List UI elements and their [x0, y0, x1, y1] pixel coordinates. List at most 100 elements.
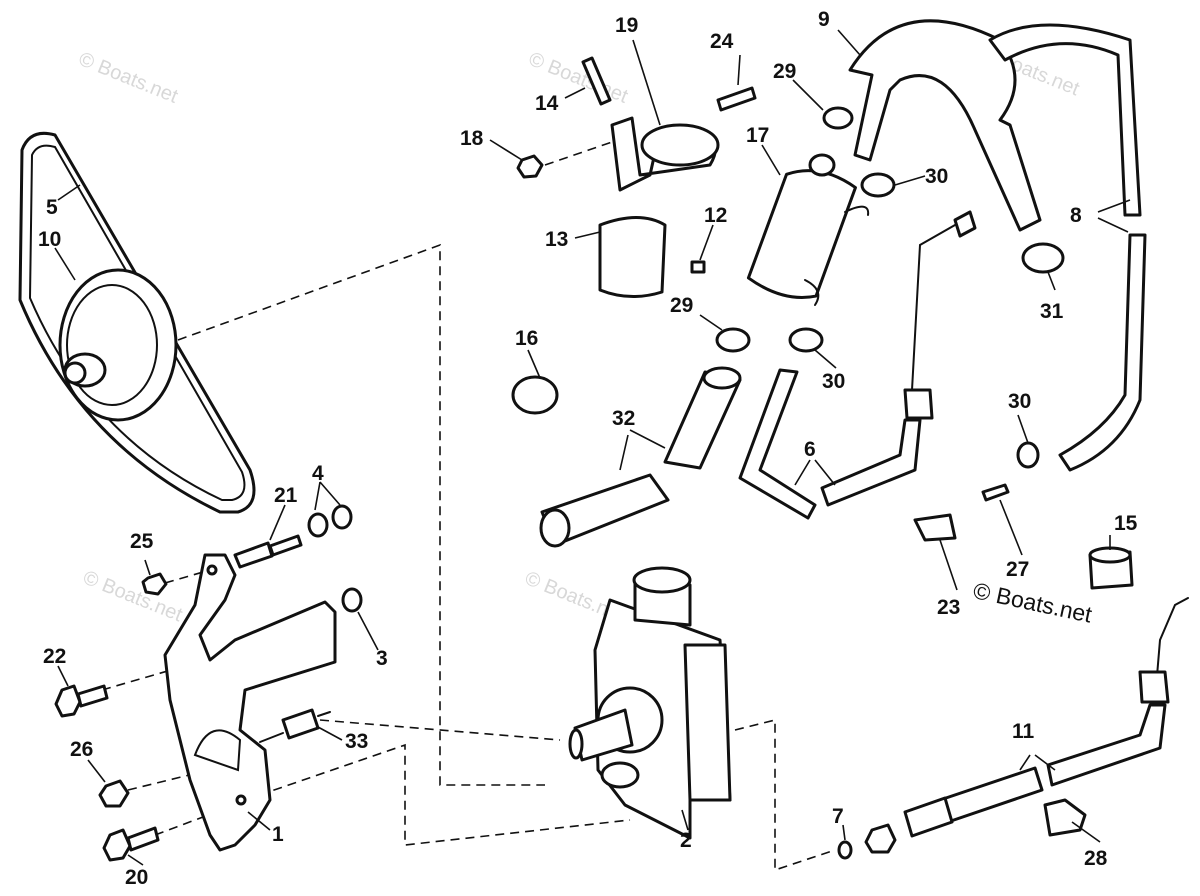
- callout-8: 8: [1070, 204, 1082, 227]
- assembly-line-pulley: [177, 243, 545, 786]
- callout-17: 17: [746, 124, 769, 147]
- hose-clamp-16: [511, 375, 559, 415]
- callout-27: 27: [1006, 558, 1029, 581]
- assembly-line-bolt22: [101, 667, 179, 691]
- hose-clamp: [788, 327, 824, 353]
- callout-22: 22: [43, 645, 66, 668]
- callout-31: 31: [1040, 300, 1064, 323]
- hose-11: [1046, 703, 1167, 787]
- stud-thread: [268, 534, 303, 557]
- assembly-line-nut26: [127, 764, 231, 791]
- assembly-line-bracket: [244, 743, 631, 846]
- watermark-top-left: © Boats.net: [76, 48, 182, 108]
- hose-9: [848, 19, 1042, 232]
- hose-6-right: [820, 418, 922, 507]
- clip-23: [913, 513, 957, 542]
- oil-cooler: [746, 153, 870, 306]
- callout-14: 14: [535, 92, 559, 115]
- callout-28: 28: [1084, 847, 1108, 870]
- callout-10: 10: [38, 228, 61, 251]
- bracket-cutout: [193, 729, 242, 772]
- washer: [341, 587, 363, 613]
- hose-32-top: [702, 366, 742, 390]
- callout-23: 23: [937, 596, 960, 619]
- callout-9: 9: [818, 8, 830, 31]
- hose-clamp: [822, 106, 854, 130]
- sleeve: [598, 216, 667, 299]
- fitting: [953, 210, 977, 238]
- callout-30-b: 30: [822, 370, 845, 393]
- bolt-shank: [126, 826, 160, 852]
- hose-clamp: [860, 172, 896, 198]
- mounting-bracket: [163, 553, 337, 852]
- callout-11: 11: [1012, 720, 1035, 743]
- hose-6: [738, 368, 817, 520]
- leader-lines: [54, 29, 1131, 866]
- nut-18: [516, 154, 544, 179]
- callout-5: 5: [46, 196, 58, 219]
- watermark-group: © Boats.net: [76, 48, 182, 108]
- clamp-28: [1043, 798, 1087, 837]
- copyright-notice: © Boats.net: [971, 577, 1095, 628]
- assembly-line-stud33: [319, 719, 561, 741]
- drive-belt: [18, 131, 256, 514]
- assembly-line-nut18: [544, 141, 613, 166]
- bolt: [102, 828, 132, 862]
- pulley: [58, 268, 178, 422]
- callout-19: 19: [615, 14, 638, 37]
- screw-27: [981, 483, 1010, 502]
- callout-15: 15: [1114, 512, 1138, 535]
- hose-clamp: [715, 327, 751, 353]
- hose-clamp: [1021, 242, 1065, 274]
- spacer-stud-ends: [259, 711, 331, 743]
- washer: [331, 504, 353, 530]
- small-nut: [690, 260, 706, 274]
- bolt: [54, 684, 82, 718]
- hose-11-lower: [938, 766, 1044, 824]
- callout-25: 25: [130, 530, 154, 553]
- hose-8-upper: [988, 23, 1142, 217]
- fitting-nut: [903, 388, 934, 420]
- bracket-hole: [235, 794, 247, 806]
- hose-8-lower: [1058, 233, 1147, 472]
- bolt-24: [716, 86, 757, 112]
- return-fitting: [1138, 670, 1170, 704]
- callout-26: 26: [70, 738, 93, 761]
- callout-4: 4: [312, 462, 324, 485]
- callout-20: 20: [125, 866, 148, 889]
- watermark-bottom-left: © Boats.net: [80, 567, 186, 627]
- callout-32: 32: [612, 407, 635, 430]
- callout-21: 21: [274, 484, 298, 507]
- hex-fitting-top: [1088, 546, 1132, 564]
- clamp-band: [640, 123, 720, 167]
- callout-1: 1: [272, 823, 284, 846]
- hose-32-end: [539, 508, 571, 548]
- bracket-hole: [206, 564, 218, 576]
- callout-24: 24: [710, 30, 734, 53]
- lower-fitting: [903, 796, 954, 838]
- hose-clamp: [1016, 441, 1040, 469]
- bolt-shank: [76, 684, 109, 708]
- power-steering-pump: [568, 566, 732, 840]
- stud-bolt: [233, 541, 274, 569]
- nut: [98, 779, 130, 808]
- callout-30-a: 30: [925, 165, 948, 188]
- callout-12: 12: [704, 204, 727, 227]
- o-ring: [837, 840, 853, 860]
- callout-33: 33: [345, 730, 368, 753]
- callout-6: 6: [804, 438, 816, 461]
- callout-29-upper: 29: [773, 60, 796, 83]
- callout-7: 7: [832, 805, 844, 828]
- washer: [307, 512, 329, 538]
- return-line: [1154, 597, 1189, 701]
- callout-30-c: 30: [1008, 390, 1031, 413]
- assembly-line-fitting: [734, 718, 836, 872]
- assembly-line-nut25: [164, 569, 211, 584]
- lower-nut: [864, 823, 897, 854]
- callout-3: 3: [376, 647, 388, 670]
- bolt-long: [581, 56, 612, 106]
- callout-2: 2: [680, 829, 692, 852]
- nut: [141, 572, 168, 596]
- spacer-stud: [281, 708, 320, 740]
